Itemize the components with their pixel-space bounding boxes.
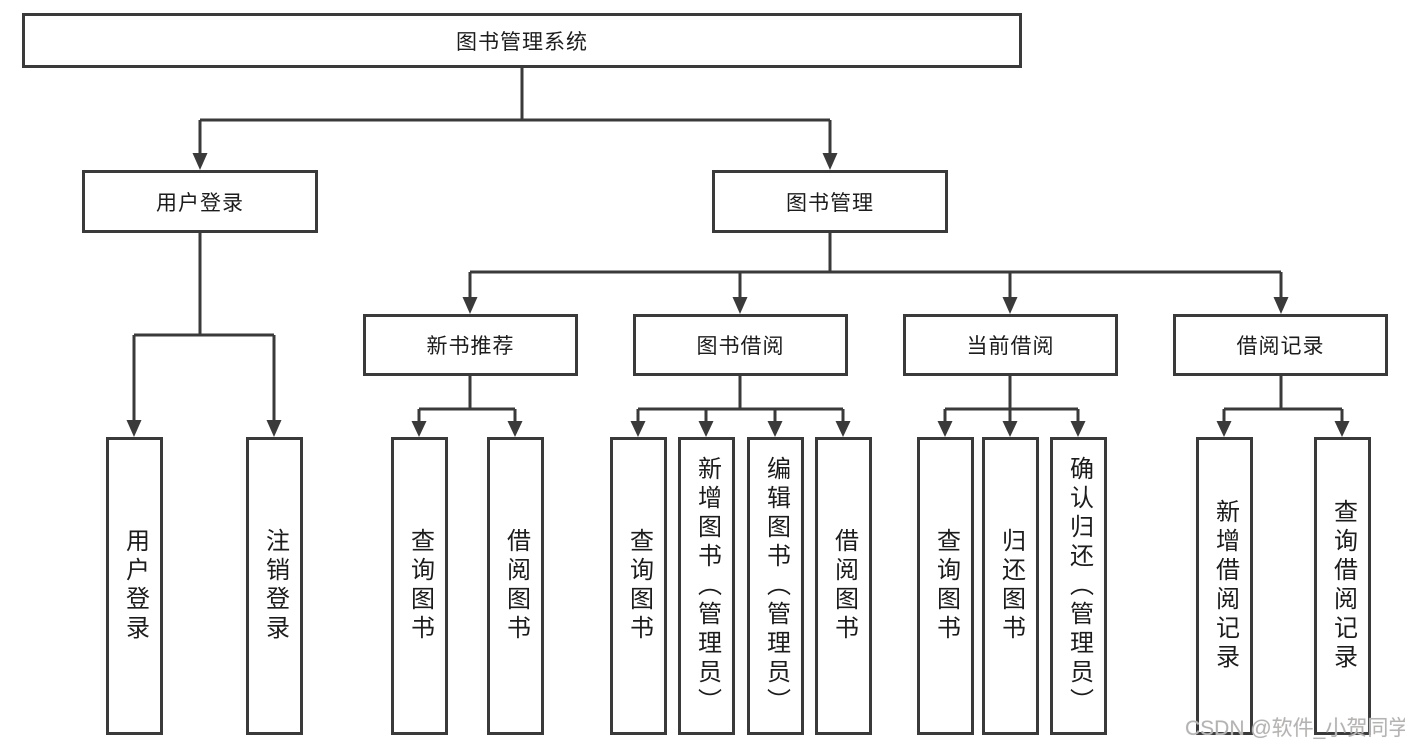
leaf-query-books-recommend: 查询图书	[391, 437, 448, 735]
leaf-borrow-books: 借阅图书	[815, 437, 872, 735]
node-library-management-system: 图书管理系统	[22, 13, 1022, 68]
csdn-watermark: CSDN @软件_小贺同学	[1185, 717, 1405, 740]
node-current-borrowing: 当前借阅	[903, 314, 1118, 376]
leaf-user-login: 用户登录	[106, 437, 163, 735]
leaf-return-books: 归还图书	[982, 437, 1039, 735]
node-book-management: 图书管理	[712, 170, 948, 233]
node-book-borrowing: 图书借阅	[633, 314, 848, 376]
leaf-query-books-current: 查询图书	[917, 437, 974, 735]
leaf-edit-books-admin: 编辑图书（管理员）	[747, 437, 804, 735]
node-borrowing-records: 借阅记录	[1173, 314, 1388, 376]
leaf-query-books-borrow: 查询图书	[610, 437, 667, 735]
node-user-login: 用户登录	[82, 170, 318, 233]
leaf-query-borrow-record: 查询借阅记录	[1314, 437, 1371, 735]
leaf-add-borrow-record: 新增借阅记录	[1196, 437, 1253, 735]
leaf-logout-login: 注销登录	[246, 437, 303, 735]
leaf-add-books-admin: 新增图书（管理员）	[678, 437, 735, 735]
leaf-confirm-return-admin: 确认归还（管理员）	[1050, 437, 1107, 735]
node-new-book-recommendation: 新书推荐	[363, 314, 578, 376]
leaf-borrow-books-recommend: 借阅图书	[487, 437, 544, 735]
